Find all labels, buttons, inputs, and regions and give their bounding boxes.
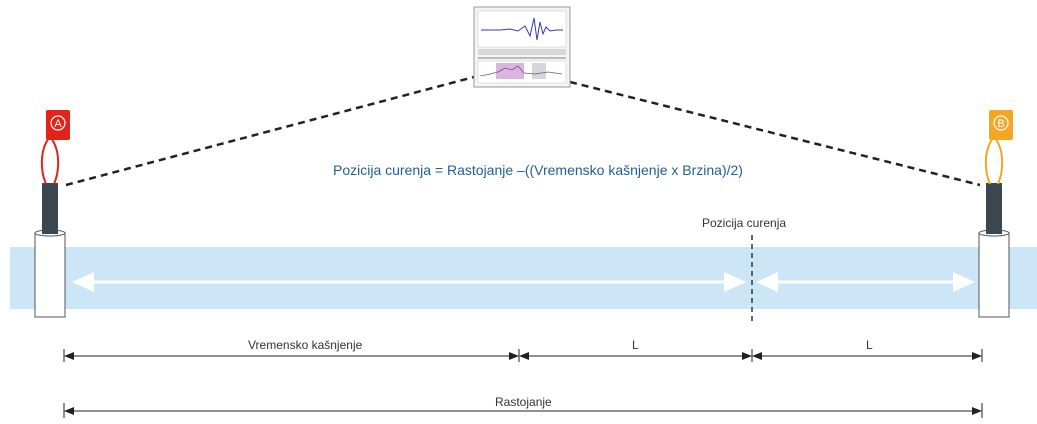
sensor-a: A [34,110,70,318]
sensor-a-base [34,232,66,318]
sensor-b-letter: B [997,118,1004,130]
distance-label: Rastojanje [495,395,552,409]
l-right-label: L [866,338,873,352]
signal-link-b [569,80,981,187]
flow-arrow-right-segment [756,272,975,292]
sensor-a-letter: A [54,118,62,130]
sensor-b-cable [986,183,1002,234]
time-delay-label: Vremensko kašnjenje [248,338,363,352]
sensor-a-flag [46,110,70,140]
sensor-b-base [978,232,1010,318]
flow-arrow-left-segment [72,272,746,292]
signal-link-a [65,75,475,187]
correlator-display-icon [473,6,571,88]
sensor-b: B [978,110,1013,318]
pipe [10,247,1037,309]
l-left-label: L [632,338,639,352]
sensor-b-flag [989,110,1013,140]
leak-formula: Pozicija curenja = Rastojanje –((Vremens… [333,162,743,178]
sensor-a-cable [42,183,58,234]
leak-position-label: Pozicija curenja [702,216,787,230]
